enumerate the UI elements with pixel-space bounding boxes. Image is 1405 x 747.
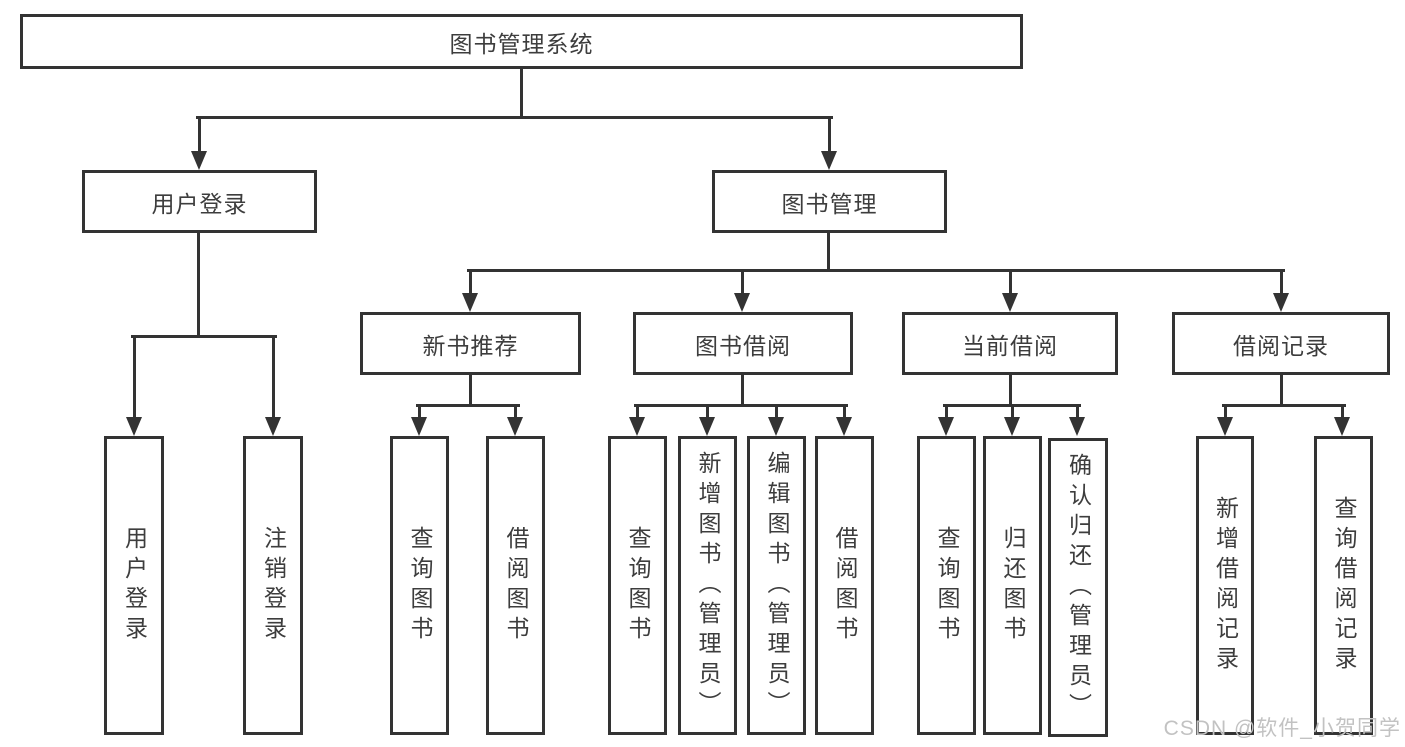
node-book-borrow: 图书借阅 <box>633 312 853 375</box>
node-label: 新书推荐 <box>422 332 519 359</box>
leaf-bor-borrow-book: 借阅图书 <box>815 436 874 735</box>
arrow-down-icon <box>1334 417 1350 436</box>
connector-stem <box>1008 375 1012 407</box>
leaf-bor-query-book: 查询图书 <box>608 436 667 735</box>
watermark: CSDN @软件_小贺同学 <box>1163 717 1401 740</box>
connector-drop <box>635 405 639 418</box>
arrow-down-icon <box>699 417 715 436</box>
node-library-system: 图书管理系统 <box>20 14 1023 69</box>
node-label: 查询图书 <box>625 525 651 646</box>
arrow-down-icon <box>126 417 142 436</box>
node-label: 新增图书（管理员） <box>695 450 721 721</box>
arrow-down-icon <box>1004 417 1020 436</box>
node-label: 用户登录 <box>151 190 248 217</box>
node-label: 归还图书 <box>1000 525 1026 646</box>
node-new-book-recommend: 新书推荐 <box>360 312 581 375</box>
connector-drop <box>944 405 948 418</box>
arrow-down-icon <box>629 417 645 436</box>
node-label: 编辑图书（管理员） <box>764 450 790 721</box>
node-user-login: 用户登录 <box>82 170 317 233</box>
connector-drop <box>417 405 421 418</box>
node-label: 借阅图书 <box>503 525 529 646</box>
leaf-bor-add-book-admin: 新增图书（管理员） <box>678 436 737 735</box>
node-book-management: 图书管理 <box>712 170 947 233</box>
connector-drop <box>271 336 275 418</box>
connector-drop <box>1075 405 1079 418</box>
node-label: 注销登录 <box>260 525 287 646</box>
connector-stem <box>740 375 744 407</box>
connector-stem <box>196 233 200 338</box>
arrow-down-icon <box>1069 417 1085 436</box>
connector-drop <box>1340 405 1344 418</box>
arrow-down-icon <box>938 417 954 436</box>
arrow-down-icon <box>734 293 750 312</box>
arrow-down-icon <box>191 151 207 170</box>
node-label: 用户登录 <box>121 525 148 646</box>
connector-drop <box>1223 405 1227 418</box>
arrow-down-icon <box>462 293 478 312</box>
arrow-down-icon <box>1217 417 1233 436</box>
arrow-down-icon <box>821 151 837 170</box>
connector-bar <box>415 403 520 407</box>
connector-bar <box>1221 403 1346 407</box>
connector-bar <box>466 268 1285 272</box>
arrow-down-icon <box>836 417 852 436</box>
arrow-down-icon <box>507 417 523 436</box>
node-label: 查询借阅记录 <box>1331 495 1357 676</box>
leaf-query-borrow-record: 查询借阅记录 <box>1314 436 1373 735</box>
node-borrow-record: 借阅记录 <box>1172 312 1390 375</box>
node-label: 查询图书 <box>934 525 960 646</box>
connector-drop <box>842 405 846 418</box>
node-label: 借阅图书 <box>832 525 858 646</box>
connector-drop <box>468 270 472 294</box>
connector-drop <box>197 117 201 152</box>
node-label: 当前借阅 <box>962 332 1058 359</box>
connector-drop <box>774 405 778 418</box>
node-label: 新增借阅记录 <box>1212 495 1239 676</box>
connector-drop <box>1008 270 1012 294</box>
connector-drop <box>513 405 517 418</box>
leaf-cur-query-book: 查询图书 <box>917 436 976 735</box>
connector-drop <box>705 405 709 418</box>
arrow-down-icon <box>411 417 427 436</box>
leaf-cur-return-book: 归还图书 <box>983 436 1042 735</box>
node-label: 查询图书 <box>407 525 433 646</box>
node-label: 图书借阅 <box>695 332 791 359</box>
connector-stem <box>468 375 472 407</box>
node-label: 图书管理 <box>781 190 878 217</box>
connector-drop <box>1279 270 1283 294</box>
connector-drop <box>827 117 831 152</box>
leaf-bor-edit-book-admin: 编辑图书（管理员） <box>747 436 806 735</box>
connector-stem <box>1279 375 1283 407</box>
arrow-down-icon <box>1273 293 1289 312</box>
connector-drop <box>132 336 136 418</box>
leaf-user-login: 用户登录 <box>104 436 164 735</box>
node-label: 图书管理系统 <box>449 30 594 57</box>
connector-bar <box>130 334 277 338</box>
connector-bar <box>633 403 848 407</box>
connector-bar <box>195 115 833 119</box>
leaf-add-borrow-record: 新增借阅记录 <box>1196 436 1254 735</box>
leaf-rec-query-book: 查询图书 <box>390 436 449 735</box>
arrow-down-icon <box>768 417 784 436</box>
arrow-down-icon <box>265 417 281 436</box>
connector-drop <box>740 270 744 294</box>
node-label: 确认归还（管理员） <box>1065 452 1092 723</box>
leaf-logout: 注销登录 <box>243 436 303 735</box>
connector-drop <box>1010 405 1014 418</box>
connector-stem <box>519 69 523 119</box>
leaf-cur-confirm-return-admin: 确认归还（管理员） <box>1048 438 1108 737</box>
leaf-rec-borrow-book: 借阅图书 <box>486 436 545 735</box>
connector-stem <box>826 233 830 272</box>
arrow-down-icon <box>1002 293 1018 312</box>
node-current-borrow: 当前借阅 <box>902 312 1118 375</box>
node-label: 借阅记录 <box>1233 332 1329 359</box>
